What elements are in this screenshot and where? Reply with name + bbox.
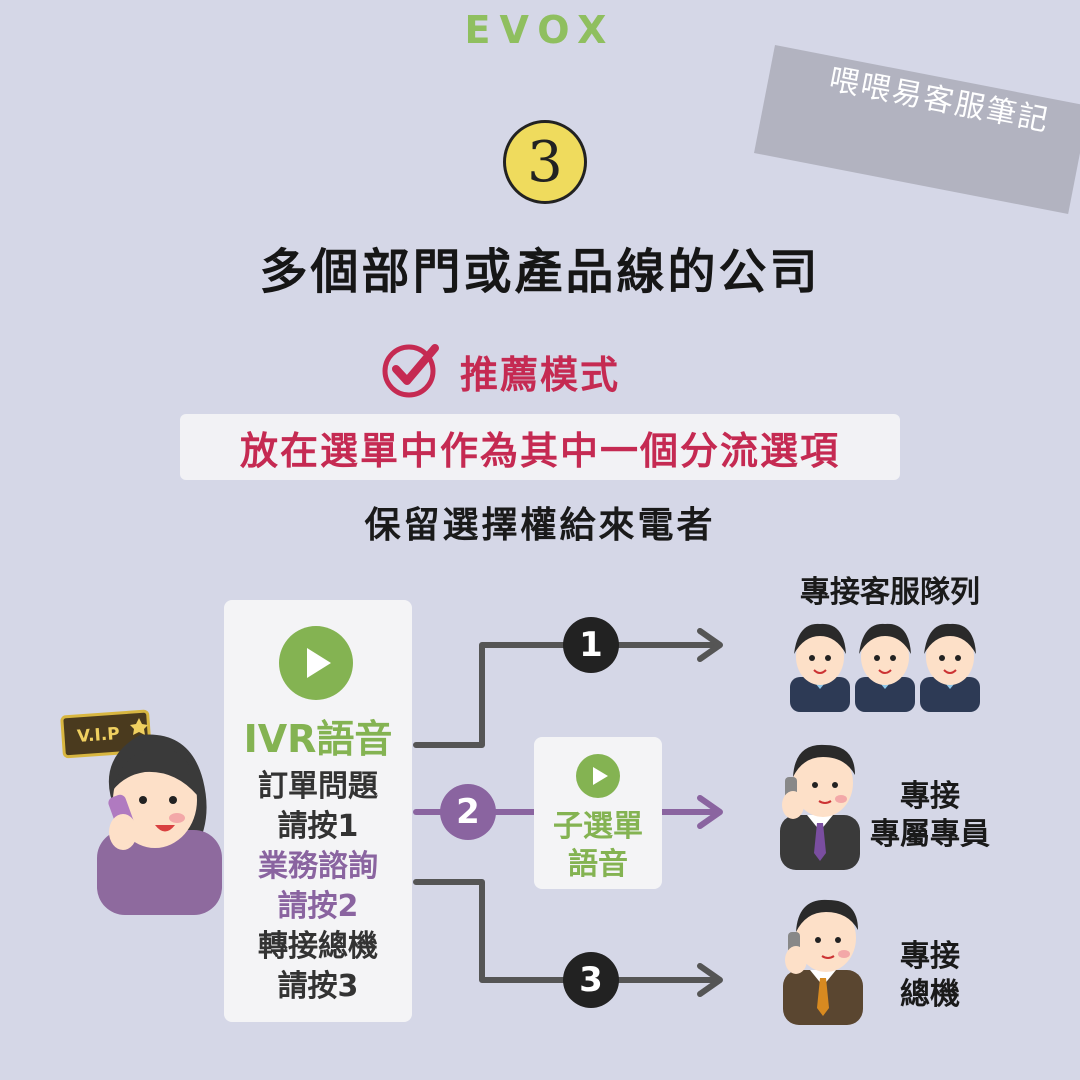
page-title: 多個部門或產品線的公司 bbox=[259, 244, 821, 300]
arrowhead-1 bbox=[697, 628, 723, 662]
sub-menu-label-2: 語音 bbox=[568, 847, 628, 882]
destination-label-2b: 專屬專員 bbox=[870, 817, 990, 852]
recommend-banner: 放在選單中作為其中一個分流選項 bbox=[180, 414, 900, 480]
dedicated-agent-illustration bbox=[780, 744, 860, 870]
step-number-badge: 3 bbox=[503, 120, 587, 204]
agent-team-illustration bbox=[790, 623, 980, 712]
destination-label-3a: 專接 bbox=[900, 939, 960, 974]
caller-illustration: V.I.P bbox=[60, 709, 222, 915]
subtitle: 保留選擇權給來電者 bbox=[364, 505, 716, 546]
sub-play-icon bbox=[576, 754, 620, 798]
option-number-1: 1 bbox=[563, 617, 619, 673]
ivr-line-5: 轉接總機 bbox=[258, 929, 378, 964]
brand-logo: EVOX bbox=[464, 8, 616, 52]
sub-menu-label-1: 子選單 bbox=[553, 809, 643, 844]
ivr-line-2: 請按1 bbox=[277, 809, 359, 844]
ivr-line-6: 請按3 bbox=[277, 969, 359, 1004]
destination-label-1: 專接客服隊列 bbox=[800, 575, 980, 610]
destination-label-2a: 專接 bbox=[900, 779, 960, 814]
recommend-label: 推薦模式 bbox=[460, 353, 621, 397]
ivr-title: IVR語音 bbox=[243, 717, 393, 761]
arrowhead-3 bbox=[697, 963, 723, 997]
ivr-line-1: 訂單問題 bbox=[258, 769, 378, 804]
option-number-2: 2 bbox=[440, 784, 496, 840]
option-number-3: 3 bbox=[563, 952, 619, 1008]
destination-label-3b: 總機 bbox=[900, 977, 960, 1012]
ivr-line-3: 業務諮詢 bbox=[258, 849, 378, 884]
ivr-line-4: 請按2 bbox=[277, 889, 359, 924]
vip-badge-text: V.I.P bbox=[76, 724, 120, 747]
switchboard-agent-illustration bbox=[783, 899, 863, 1025]
play-icon bbox=[279, 626, 353, 700]
check-circle-icon bbox=[382, 344, 439, 398]
arrowhead-2 bbox=[697, 795, 723, 829]
